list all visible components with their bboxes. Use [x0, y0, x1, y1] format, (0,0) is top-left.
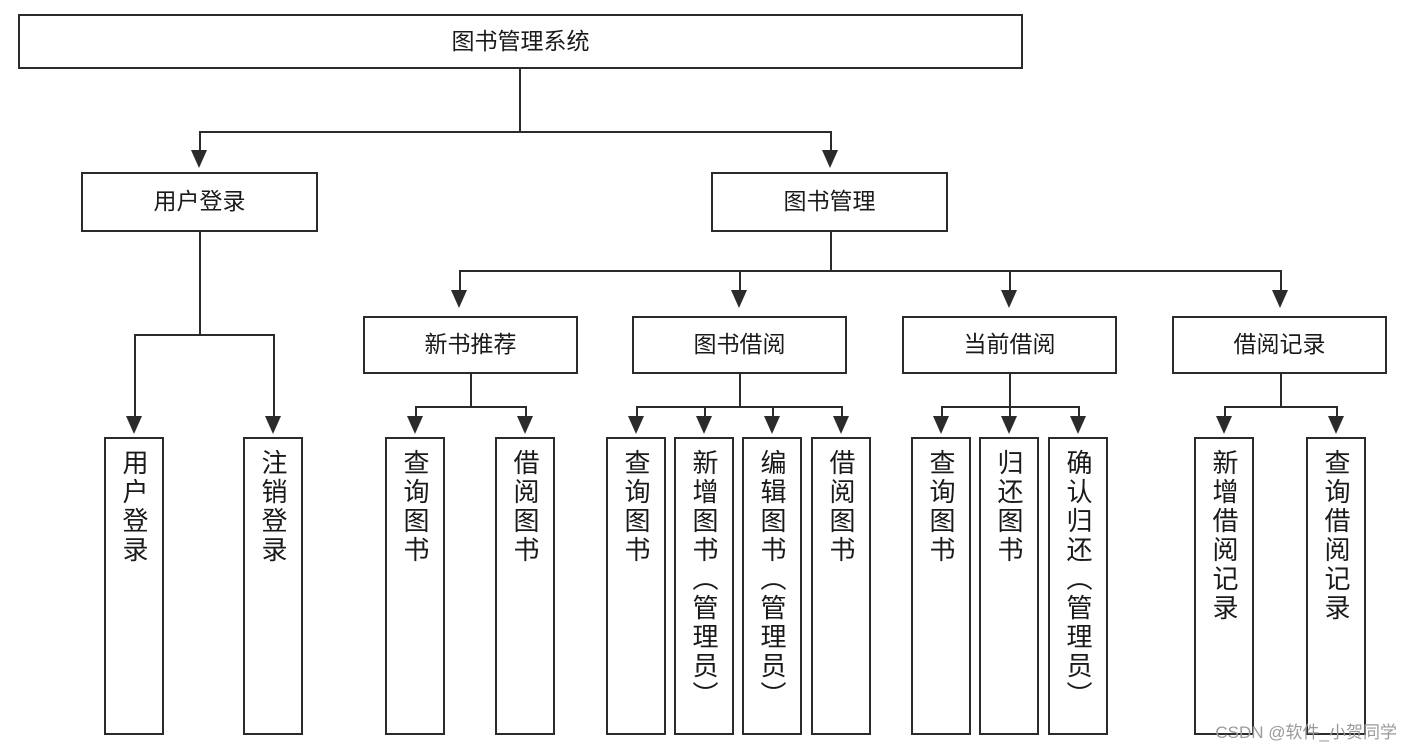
leaf-confirm-return-admin[interactable]: 确认归还（管理员） [1048, 437, 1108, 735]
leaf-edit-book-admin[interactable]: 编辑图书（管理员） [742, 437, 802, 735]
node-label: 用户登录 [153, 188, 246, 215]
node-label: 新书推荐 [424, 331, 517, 358]
leaf-query-book-current[interactable]: 查询图书 [911, 437, 971, 735]
connector-borrow-record-leaf-2 [1336, 406, 1338, 418]
arrow-root-to-book-management [822, 150, 838, 168]
leaf-label: 借阅图书 [510, 449, 540, 565]
leaf-user-login[interactable]: 用户登录 [104, 437, 164, 735]
connector-book-borrow-leaf-2 [704, 406, 706, 418]
leaf-query-book-new[interactable]: 查询图书 [385, 437, 445, 735]
arrow-current-borrow-leaf-1 [933, 416, 949, 434]
connector-current-borrow-leaf-2 [1009, 406, 1011, 418]
arrow-user-login-leaf-1 [126, 416, 142, 434]
arrow-new-book-leaf-2 [517, 416, 533, 434]
connector-current-borrow-leaf-3 [1078, 406, 1080, 418]
connector-book-borrow-leaf-3 [772, 406, 774, 418]
leaf-label: 借阅图书 [826, 449, 856, 565]
node-borrow-record[interactable]: 借阅记录 [1172, 316, 1387, 374]
leaf-label: 新增图书（管理员） [689, 449, 719, 710]
connector-new-book-leaf-2 [525, 406, 527, 418]
arrow-to-current-borrow [1001, 290, 1017, 308]
node-current-borrow[interactable]: 当前借阅 [902, 316, 1117, 374]
leaf-add-borrow-record[interactable]: 新增借阅记录 [1194, 437, 1254, 735]
connector-book-borrow-leaf-4 [841, 406, 843, 418]
arrow-to-borrow-record [1272, 290, 1288, 308]
arrow-current-borrow-leaf-2 [1001, 416, 1017, 434]
connector-user-login-leaf-1 [134, 334, 136, 418]
arrow-book-borrow-leaf-4 [833, 416, 849, 434]
connector-borrow-record-stem [1280, 374, 1282, 406]
connector-book-management-stem [830, 232, 832, 270]
node-label: 借阅记录 [1233, 331, 1326, 358]
leaf-label: 确认归还（管理员） [1063, 449, 1093, 710]
connector-root-stem [519, 69, 521, 131]
arrow-current-borrow-leaf-3 [1070, 416, 1086, 434]
node-label: 图书借阅 [693, 331, 786, 358]
connector-current-borrow-stem [1009, 374, 1011, 406]
connector-new-book-branch-bar [415, 406, 525, 408]
node-label: 图书管理系统 [451, 27, 590, 54]
leaf-label: 归还图书 [994, 449, 1024, 565]
connector-root-to-book-management [830, 131, 832, 153]
connector-current-borrow-leaf-1 [941, 406, 943, 418]
node-user-login[interactable]: 用户登录 [81, 172, 318, 232]
connector-new-book-stem [470, 374, 472, 406]
node-new-book-recommend[interactable]: 新书推荐 [363, 316, 578, 374]
arrow-book-borrow-leaf-1 [628, 416, 644, 434]
leaf-label: 用户登录 [119, 449, 149, 565]
leaf-label: 查询借阅记录 [1321, 449, 1351, 623]
leaf-logout[interactable]: 注销登录 [243, 437, 303, 735]
leaf-query-borrow-record[interactable]: 查询借阅记录 [1306, 437, 1366, 735]
leaf-borrow-book-new[interactable]: 借阅图书 [495, 437, 555, 735]
leaf-label: 查询图书 [400, 449, 430, 565]
csdn-watermark: CSDN @软件_小贺同学 [1215, 723, 1397, 742]
leaf-borrow-book[interactable]: 借阅图书 [811, 437, 871, 735]
connector-borrow-record-leaf-1 [1224, 406, 1226, 418]
leaf-label: 编辑图书（管理员） [757, 449, 787, 710]
node-label: 当前借阅 [963, 331, 1056, 358]
connector-user-login-stem [199, 232, 201, 334]
arrow-book-borrow-leaf-2 [696, 416, 712, 434]
leaf-label: 注销登录 [258, 449, 288, 565]
leaf-label: 查询图书 [926, 449, 956, 565]
connector-book-borrow-leaf-1 [636, 406, 638, 418]
arrow-root-to-user-login [191, 150, 207, 168]
arrow-new-book-leaf-1 [407, 416, 423, 434]
leaf-label: 新增借阅记录 [1209, 449, 1239, 623]
connector-user-login-branch-bar [134, 334, 273, 336]
connector-book-borrow-branch-bar [636, 406, 841, 408]
connector-book-borrow-stem [739, 374, 741, 406]
connector-to-borrow-record [1280, 270, 1282, 292]
connector-level3-branch-bar [459, 270, 1281, 272]
arrow-borrow-record-leaf-2 [1328, 416, 1344, 434]
arrow-user-login-leaf-2 [265, 416, 281, 434]
connector-new-book-leaf-1 [415, 406, 417, 418]
leaf-query-book-borrow[interactable]: 查询图书 [606, 437, 666, 735]
connector-to-book-borrow [739, 270, 741, 292]
connector-root-branch-bar [199, 131, 831, 133]
connector-borrow-record-branch-bar [1224, 406, 1336, 408]
arrow-borrow-record-leaf-1 [1216, 416, 1232, 434]
leaf-return-book[interactable]: 归还图书 [979, 437, 1039, 735]
arrow-to-new-book [451, 290, 467, 308]
connector-user-login-leaf-2 [273, 334, 275, 418]
leaf-label: 查询图书 [621, 449, 651, 565]
connector-to-current-borrow [1009, 270, 1011, 292]
arrow-book-borrow-leaf-3 [764, 416, 780, 434]
connector-root-to-user-login [199, 131, 201, 153]
node-label: 图书管理 [783, 188, 876, 215]
node-root-book-management-system[interactable]: 图书管理系统 [18, 14, 1023, 69]
leaf-add-book-admin[interactable]: 新增图书（管理员） [674, 437, 734, 735]
node-book-borrow[interactable]: 图书借阅 [632, 316, 847, 374]
connector-to-new-book [459, 270, 461, 292]
arrow-to-book-borrow [731, 290, 747, 308]
node-book-management[interactable]: 图书管理 [711, 172, 948, 232]
